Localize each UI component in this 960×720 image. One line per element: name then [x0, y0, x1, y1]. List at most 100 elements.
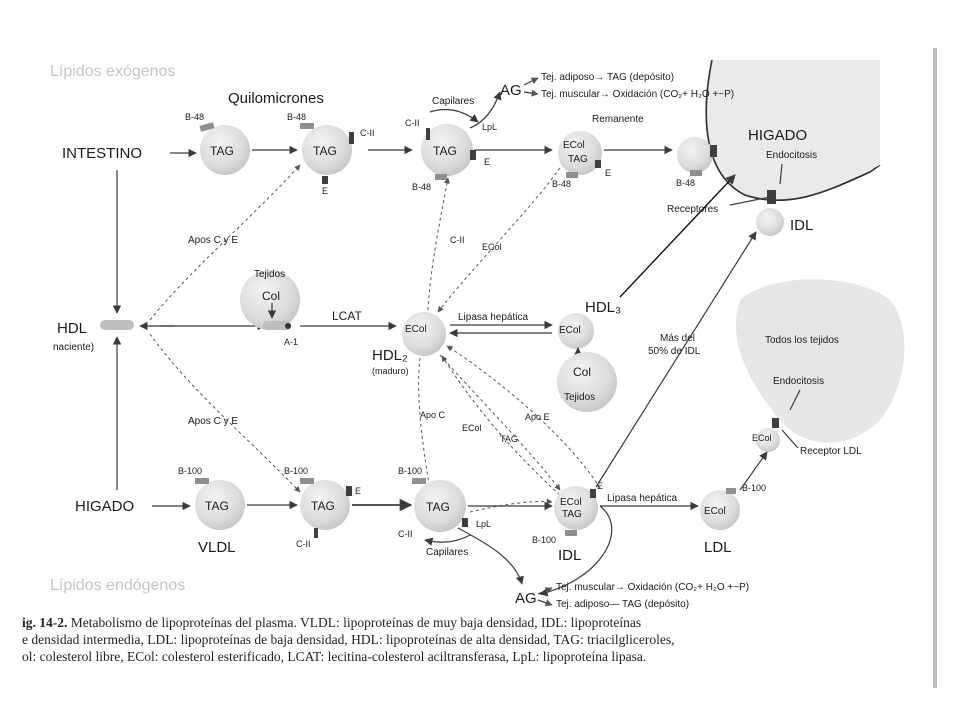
- receptor-site: [767, 190, 776, 204]
- arrow-idl-to-liver: [595, 231, 757, 488]
- svg-text:Remanente: Remanente: [592, 114, 644, 125]
- svg-text:B-100: B-100: [532, 535, 556, 545]
- svg-text:TAG: TAG: [311, 499, 335, 513]
- a1-label: A-1: [284, 337, 298, 347]
- svg-text:TAG: TAG: [313, 144, 337, 158]
- todos-tejidos-label: Todos los tejidos: [765, 335, 839, 346]
- svg-text:B-100: B-100: [398, 466, 422, 476]
- svg-text:HDL₂: HDL₂: [372, 347, 408, 364]
- svg-text:TAG: TAG: [562, 509, 582, 520]
- hdl-nascent: HDL naciente): [53, 320, 134, 353]
- svg-text:B-48: B-48: [552, 179, 571, 189]
- apos-ce-top: Apos C y E: [188, 235, 238, 246]
- svg-text:VLDL: VLDL: [198, 539, 236, 556]
- tejidos-label: Tejidos: [254, 269, 285, 280]
- vldl-capillaries: B-100 TAG LpL C-II Capilares: [398, 466, 491, 558]
- dash-apoc-back: [469, 498, 553, 513]
- endocitosis-bottom-pointer: [789, 389, 801, 411]
- svg-text:Tejidos: Tejidos: [564, 392, 595, 403]
- liver-top-outline: [705, 59, 871, 202]
- arrow-ag-muscular-bottom: [537, 587, 553, 595]
- idl-particle: ECol TAG E B-100 IDL: [532, 481, 603, 564]
- remnant-at-liver: B-48: [676, 137, 717, 188]
- lcat-label: LCAT: [332, 309, 362, 323]
- svg-text:IDL: IDL: [790, 217, 813, 234]
- svg-text:B-48: B-48: [287, 112, 306, 122]
- svg-text:B-100: B-100: [284, 466, 308, 476]
- caption-line-1: ig. 14-2. Metabolismo de lipoproteínas d…: [22, 614, 902, 631]
- tissues-shape: [735, 279, 905, 443]
- svg-text:Capilares: Capilares: [426, 547, 468, 558]
- svg-text:B-48: B-48: [676, 178, 695, 188]
- dash-apoc: [418, 357, 433, 491]
- chylomicron-nascent: B-48 TAG: [185, 112, 250, 175]
- arrow-ldl-tissue: [739, 451, 768, 491]
- dash-apos-top: [149, 164, 301, 321]
- svg-text:Capilares: Capilares: [432, 96, 474, 107]
- svg-text:E: E: [484, 157, 490, 167]
- tej-muscular-top: Tej. muscular→ Oxidación (CO₂+ H₂O +~P): [541, 89, 734, 100]
- intestino-label: INTESTINO: [62, 145, 142, 162]
- page-edge-bar: [933, 48, 937, 688]
- svg-text:E: E: [322, 186, 328, 196]
- hdl2-particle: ECol HDL₂ (maduro): [372, 312, 446, 376]
- endogenous-heading: Lípidos endógenos: [50, 577, 185, 594]
- svg-text:C-II: C-II: [398, 529, 413, 539]
- endocitosis-bottom: Endocitosis: [773, 376, 824, 387]
- dash-tag: [441, 355, 561, 496]
- chylomicron-capillaries: Capilares C-II LpL E B-48 TAG: [405, 96, 497, 192]
- receptor-ldl-label: Receptor LDL: [800, 446, 862, 457]
- ecol-dash-label-top: ECol: [482, 242, 502, 252]
- svg-text:LDL: LDL: [704, 539, 732, 556]
- arrow-hdl3-to-liver: [619, 174, 736, 298]
- svg-text:ECol: ECol: [704, 506, 726, 517]
- svg-text:(maduro): (maduro): [372, 366, 409, 376]
- svg-text:B-100: B-100: [178, 466, 202, 476]
- svg-text:TAG: TAG: [433, 144, 457, 158]
- svg-text:ECol: ECol: [559, 325, 581, 336]
- caption-lead: ig. 14-2.: [22, 615, 68, 630]
- apoe-label: Apo E: [525, 412, 550, 422]
- svg-text:HDL₃: HDL₃: [585, 299, 621, 316]
- svg-text:B-48: B-48: [185, 112, 204, 122]
- svg-text:TAG: TAG: [426, 500, 450, 514]
- c2-dash-label: C-II: [450, 235, 465, 245]
- a1-dot: [285, 323, 291, 329]
- col-mid-label: Col: [262, 289, 280, 303]
- svg-text:C-II: C-II: [296, 539, 311, 549]
- svg-text:C-II: C-II: [405, 118, 420, 128]
- tag-dash-label: TAG: [500, 434, 518, 444]
- ag-top-label: AG: [500, 82, 522, 99]
- arrow-ag-adiposo-bottom: [537, 599, 553, 607]
- svg-text:IDL: IDL: [558, 547, 581, 564]
- svg-text:LpL: LpL: [476, 519, 491, 529]
- tej-adiposo-bottom: Tej. adiposo— TAG (depósito): [556, 599, 689, 610]
- dash-ecol-down: [437, 167, 561, 313]
- tejidos-ball: [240, 270, 300, 330]
- higado-top-label: HIGADO: [748, 127, 807, 144]
- svg-text:TAG: TAG: [568, 154, 588, 165]
- arrow-idl-ag-bottom: [539, 505, 613, 597]
- svg-text:Col: Col: [573, 365, 591, 379]
- lipasa-hepatica-mid: Lipasa hepática: [458, 312, 528, 323]
- lipasa-hepatica-bottom: Lipasa hepática: [607, 493, 677, 504]
- dash-c2-up: [427, 177, 450, 311]
- svg-text:ECol: ECol: [560, 497, 582, 508]
- dash-ecol-idl: [439, 354, 561, 491]
- idl-at-liver: IDL: [756, 208, 813, 236]
- arrow-ag-muscular: [523, 89, 539, 97]
- tej-adiposo-top: Tej. adiposo→ TAG (depósito): [541, 72, 674, 83]
- endocitosis-top: Endocitosis: [766, 150, 817, 161]
- apos-ce-bottom: Apos C y E: [188, 416, 238, 427]
- hdl3-particle: ECol HDL₃ Col Tejidos: [557, 299, 621, 412]
- dash-apoe: [446, 345, 601, 489]
- svg-text:ECol: ECol: [563, 140, 585, 151]
- arrow-to-ag-top: [469, 91, 502, 129]
- ldl-particle: ECol B-100 LDL: [700, 483, 766, 556]
- hdl-disc: [263, 321, 291, 330]
- receptores-pointer: [729, 196, 771, 206]
- svg-text:TAG: TAG: [210, 144, 234, 158]
- chylomicron-mature: B-48 C-II E TAG: [287, 112, 375, 196]
- svg-text:E: E: [597, 481, 603, 491]
